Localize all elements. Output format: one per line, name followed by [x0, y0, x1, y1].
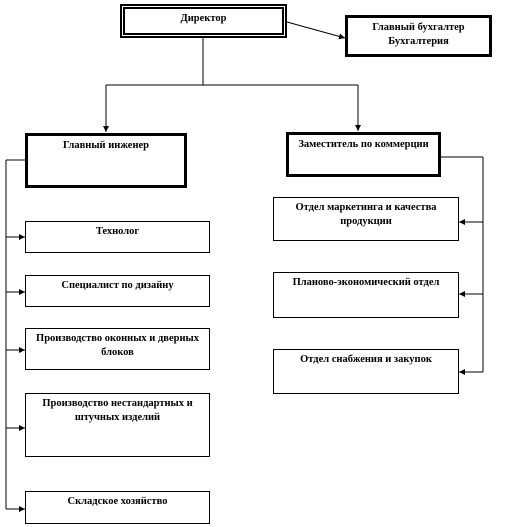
planning-economic-label: Планово-экономический отдел — [292, 277, 440, 288]
window-door-production-label: Производство оконных и дверных блоков — [36, 333, 199, 358]
design-specialist-box: Специалист по дизайну — [25, 275, 210, 307]
nonstandard-production-label: Производство нестандартных и штучных изд… — [42, 398, 193, 423]
planning-economic-box: Планово-экономический отдел — [273, 272, 459, 318]
chief-accountant-box: Главный бухгалтер Бухгалтерия — [345, 15, 492, 57]
supply-purchasing-label: Отдел снабжения и закупок — [300, 354, 432, 365]
chief-engineer-box: Главный инженер — [25, 133, 187, 188]
design-specialist-label: Специалист по дизайну — [61, 280, 174, 291]
nonstandard-production-box: Производство нестандартных и штучных изд… — [25, 393, 210, 457]
supply-purchasing-box: Отдел снабжения и закупок — [273, 349, 459, 394]
chief-accountant-label: Главный бухгалтер Бухгалтерия — [372, 22, 465, 47]
director-box: Директор — [120, 4, 287, 38]
technologist-label: Технолог — [95, 226, 140, 237]
warehouse-label: Складское хозяйство — [67, 496, 168, 507]
window-door-production-box: Производство оконных и дверных блоков — [25, 328, 210, 370]
director-label: Директор — [180, 13, 227, 24]
chief-engineer-label: Главный инженер — [62, 140, 149, 151]
marketing-quality-box: Отдел маркетинга и качества продукции — [273, 197, 459, 241]
warehouse-box: Складское хозяйство — [25, 491, 210, 524]
deputy-commerce-label: Заместитель по коммерции — [298, 139, 429, 150]
marketing-quality-label: Отдел маркетинга и качества продукции — [295, 202, 437, 227]
connector-director-accountant — [286, 21, 346, 40]
deputy-commerce-box: Заместитель по коммерции — [286, 132, 441, 177]
technologist-box: Технолог — [25, 221, 210, 253]
